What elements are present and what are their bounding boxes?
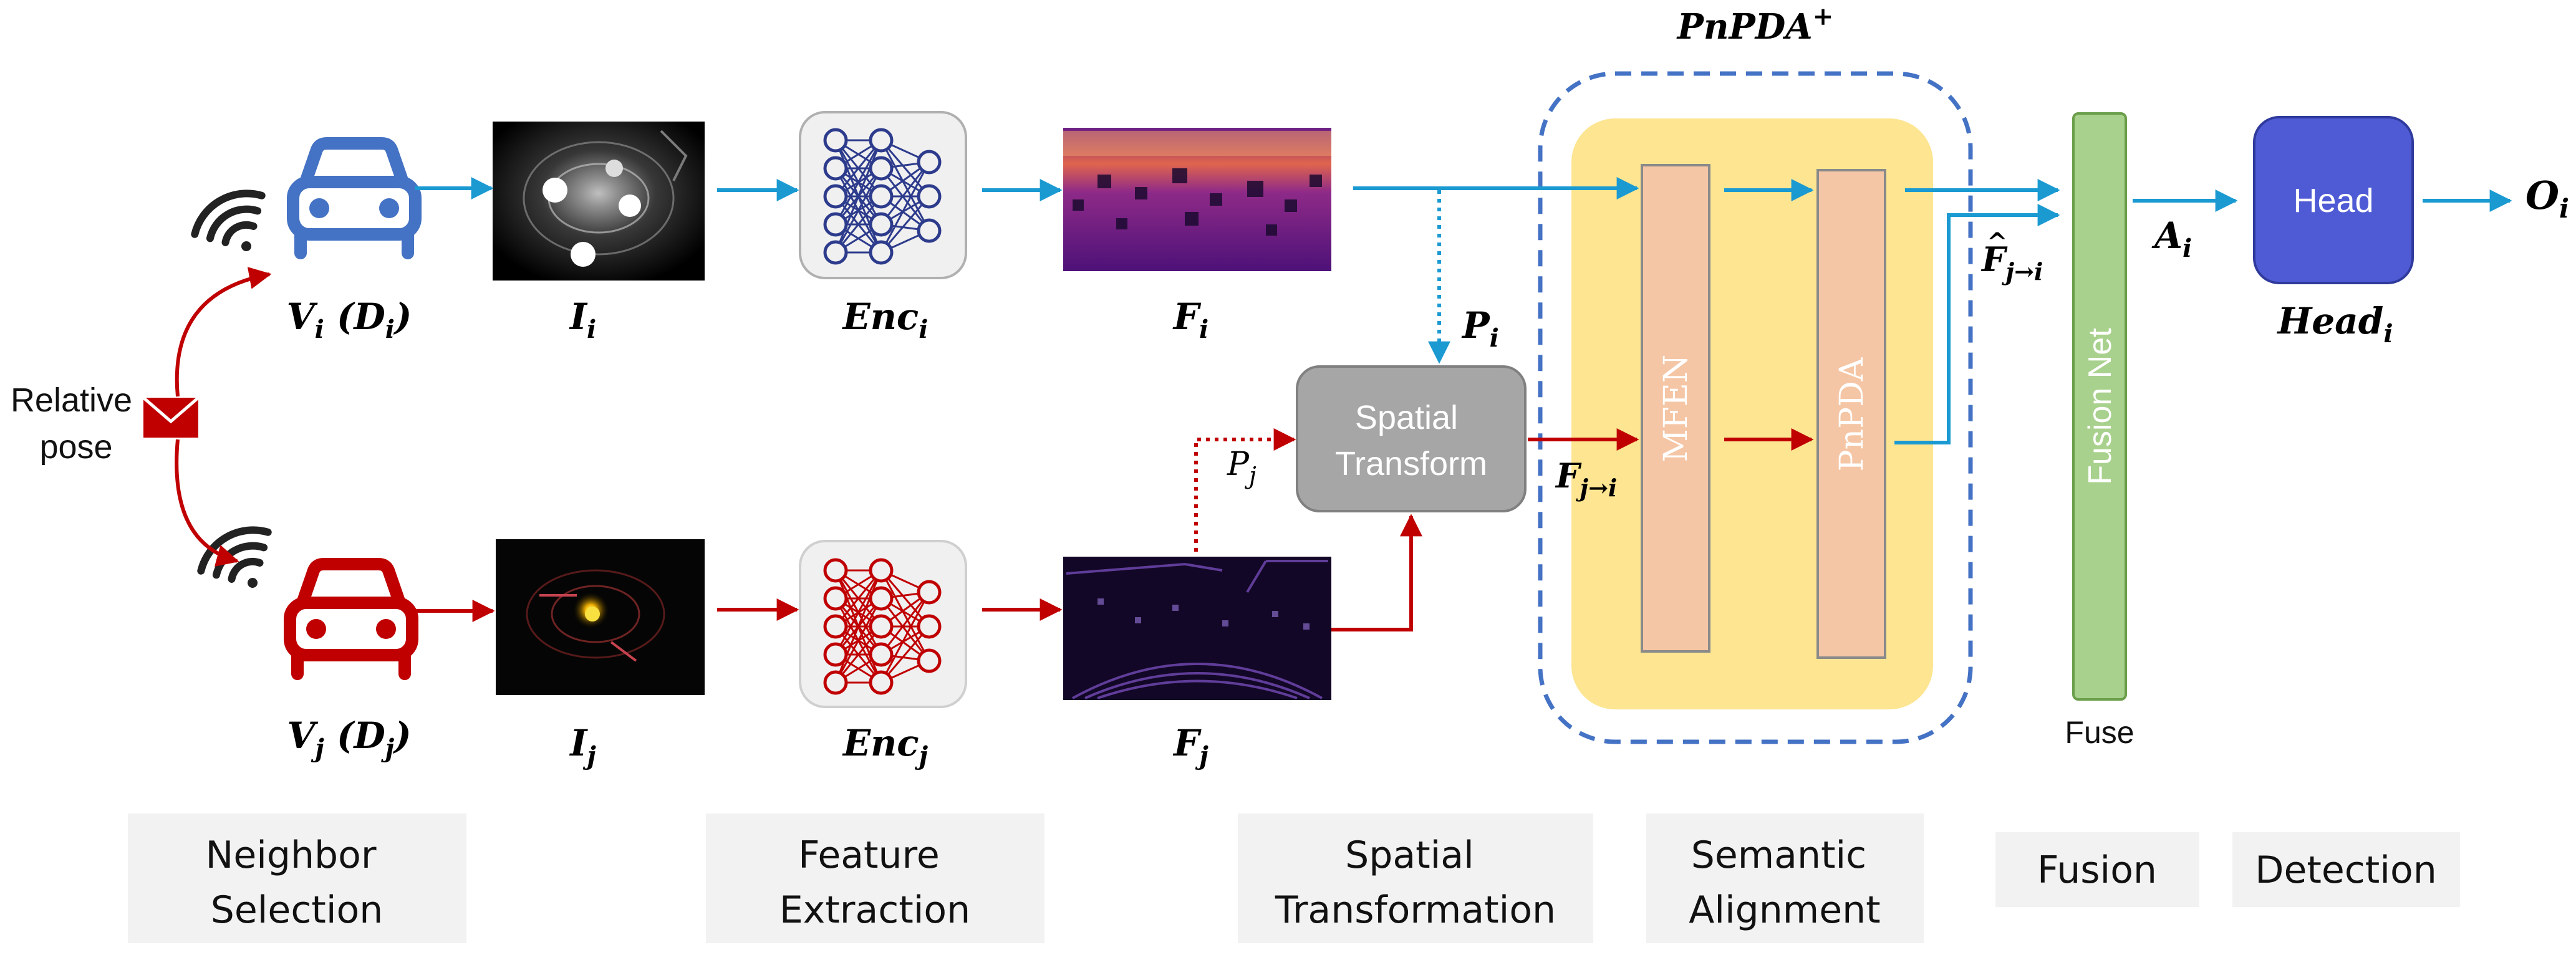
pose-arrow-down	[175, 439, 239, 567]
pnpda-aligned-to-fusion-arrow	[1894, 204, 2060, 444]
fuse-caption: Fuse	[2065, 715, 2134, 750]
other-feature-label: Fj	[1172, 722, 1208, 770]
svg-text:Neighbor Selection: Neighbor Selection	[205, 833, 388, 932]
head-name-label: Headi	[2276, 300, 2393, 348]
ego-encoder-label: Enci	[842, 295, 929, 344]
transformed-feature-label: Fj→i	[1555, 456, 1617, 502]
other-feature-to-spatial-arrow	[1331, 514, 1422, 631]
stage-semantic-alignment: Semantic Alignment	[1646, 813, 1924, 943]
lidar-image-ego	[493, 122, 705, 281]
pnpda-module	[1816, 169, 1886, 659]
ego-encoder-network-icon	[799, 111, 967, 279]
attention-label: Ai	[2151, 214, 2192, 263]
mfen-module	[1641, 164, 1710, 653]
stage-detection: Detection	[2232, 832, 2460, 907]
aligned-feature-label: Fj→i ^	[1980, 228, 2043, 286]
pnpda-plus-region	[1538, 71, 1973, 744]
other-vehicle-label: Vj (Dj)	[287, 714, 411, 763]
stage-neighbor-selection: Neighbor Selection	[128, 813, 466, 943]
head-block	[2253, 116, 2414, 284]
other-feature-map-image	[1063, 557, 1331, 700]
ego-pose-label: Pi	[1461, 304, 1499, 353]
envelope-icon	[142, 396, 200, 438]
wifi-icon-other	[197, 526, 272, 588]
ego-car-icon	[287, 137, 422, 259]
ego-feature-label: Fi	[1172, 295, 1208, 344]
other-encoder-network-icon	[799, 540, 967, 708]
other-car-icon	[284, 558, 418, 680]
mfen-label: MFEN	[1657, 355, 1695, 463]
other-input-label: Ij	[569, 722, 596, 770]
svg-text:Spatial Transformation: Spatial Transformation	[1275, 833, 1556, 932]
ego-feature-map-image	[1063, 128, 1331, 271]
svg-text:Fusion: Fusion	[2037, 848, 2157, 892]
ego-input-label: Ii	[569, 295, 596, 344]
svg-text:Semantic Alignment: Semantic Alignment	[1689, 833, 1880, 932]
other-pose-dotted-arrow	[1194, 428, 1296, 552]
spatial-transform-label: Spatial Transform	[1335, 399, 1487, 482]
lidar-image-other	[496, 539, 705, 695]
svg-text:Detection: Detection	[2255, 848, 2436, 892]
svg-text:Feature Extraction: Feature Extraction	[779, 833, 970, 932]
ego-vehicle-label: Vi (Di)	[287, 295, 412, 344]
output-label: Oi	[2525, 173, 2569, 224]
stage-feature-extraction: Feature Extraction	[706, 813, 1044, 943]
fusion-net-label: Fusion Net	[2082, 328, 2118, 485]
spatial-transform-block	[1296, 365, 1527, 512]
svg-text:^: ^	[1987, 228, 2008, 257]
pose-arrow-up	[175, 267, 272, 397]
wifi-icon-ego	[191, 190, 266, 251]
head-block-label: Head	[2293, 182, 2373, 219]
relative-pose-label: Relative pose	[11, 382, 142, 466]
pnpda-plus-title: PnPDA+	[1676, 2, 1833, 47]
svg-text:Fj→i: Fj→i	[1980, 239, 2043, 286]
other-pose-label: Pj	[1227, 446, 1257, 489]
fusion-net-block	[2072, 112, 2127, 701]
pnpda-label: PnPDA	[1833, 357, 1871, 471]
stage-spatial-transformation: Spatial Transformation	[1238, 813, 1593, 943]
stage-fusion: Fusion	[1995, 832, 2199, 907]
other-encoder-label: Encj	[842, 722, 929, 770]
